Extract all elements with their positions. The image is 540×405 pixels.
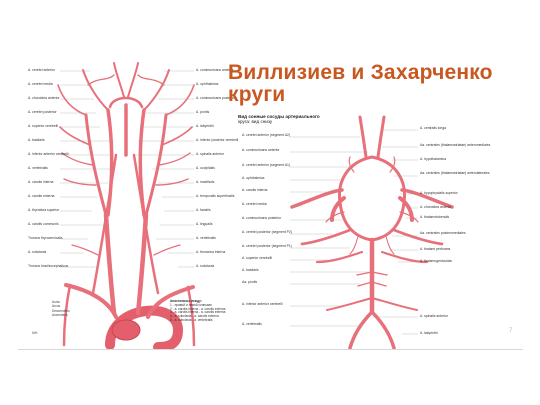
right-label: A. pontis — [196, 110, 210, 114]
legend-title: Анастомозы между: — [170, 299, 202, 303]
left-label: A. carotis interna — [28, 180, 54, 184]
circle-right-label: Aa. centrales (thalamostriatae) anterola… — [420, 171, 490, 175]
left-label: A. carotis communis — [28, 222, 59, 226]
legend-item: 5 - a. subclavia - a. vertebralis — [170, 317, 213, 322]
right-label: A. inferior posterior cerebelli — [196, 138, 239, 142]
footer-divider — [18, 349, 523, 350]
circle-left-label: A. ophthalmica — [242, 176, 265, 180]
circle-left-label: A. communicans anterior — [242, 148, 280, 152]
aorta-legend-group: Aorta — [52, 300, 60, 304]
left-label: Truncus brachiocephalicus — [28, 264, 69, 268]
left-label: A. choroidea anterior — [28, 96, 60, 100]
aorta-legend-item: Descendens — [52, 308, 70, 313]
left-label: A. cerebri media — [28, 82, 53, 86]
right-label: A. vertebralis — [196, 236, 216, 240]
right-label: A. spinalis anterior — [196, 152, 224, 156]
left-label: Truncus thyrocervicalis — [28, 236, 63, 240]
right-label: A. temporalis superficialis — [196, 194, 235, 198]
aorta-legend: Aorta Arcus Descendens Ascendens — [52, 300, 70, 318]
legend-item: 4 - a. subclavia - a. carotis externa — [170, 314, 219, 319]
figure-caption: Вид сонные сосуды артериального круга: в… — [238, 114, 320, 124]
circle-right-label: A. spinalis anterior — [420, 314, 448, 318]
circle-right-label: A. hypophysialis superior — [420, 191, 458, 195]
circle-right-label: A. thalamogeniculata — [420, 259, 452, 263]
right-label: A. ophthalmica — [196, 82, 219, 86]
right-label: A. lingualis — [196, 222, 213, 226]
circle-left-label: A. cerebri media — [242, 202, 267, 206]
left-label: A. cerebri posterior — [28, 110, 57, 114]
left-artery-illustration — [57, 62, 196, 352]
right-label: A. facialis — [196, 208, 211, 212]
circle-of-willis-illustration — [290, 115, 454, 350]
circle-left-label: A. carotis interna — [242, 188, 268, 192]
caption-line: Вид сонные сосуды артериального — [238, 114, 320, 119]
circle-right-label: A. centralis longa — [420, 126, 447, 130]
circle-left-label: A. cerebri posterior (segment P1) — [242, 244, 292, 248]
slide-title: Виллизиев и Захарченко круги — [228, 61, 493, 106]
left-label: A. subclavia — [28, 250, 47, 254]
aorta-legend-item: Arcus — [52, 304, 61, 309]
figure-mark: MH — [32, 331, 38, 335]
circle-left-label: A. cerebri anterior (segment A1) — [242, 163, 291, 167]
left-label: A. superior cerebelli — [28, 124, 58, 128]
right-label: A. occipitalis — [196, 166, 215, 170]
left-label: A. carotis externa — [28, 194, 55, 198]
circle-right-label: A. hypothalamica — [420, 157, 447, 161]
left-label: A. cerebri anterior — [28, 68, 55, 72]
circle-right-label: A. thalami perforans — [420, 247, 451, 251]
circle-right-label: A. choroidea anterior — [420, 205, 452, 209]
circle-left-label: A. basilaris — [242, 268, 259, 272]
right-label: A. labyrinthi — [196, 124, 214, 128]
circle-right-label: Aa. centrales (thalamostriatae) anterome… — [420, 143, 491, 147]
left-label: A. vertebralis — [28, 166, 48, 170]
page-number: 7 — [509, 328, 513, 334]
right-label: A. thoracica interna — [196, 250, 226, 254]
right-label: A. communicans anterior — [196, 68, 234, 72]
circle-right-label: Aa. centrales posteromediales — [420, 231, 466, 235]
left-label: A. basilaris — [28, 138, 45, 142]
left-label: A. thyroidea superior — [28, 208, 60, 212]
circle-right-label: A. thalamotuberalis — [420, 215, 450, 219]
left-label: A. inferior anterior cerebelli — [28, 152, 69, 156]
right-label: A. maxillaris — [196, 180, 215, 184]
circle-left-label: Aa. pontis — [242, 280, 258, 284]
circle-left-label: A. communicans posterior — [242, 216, 282, 220]
legend-item: 1 - правой и левой сонными — [170, 302, 212, 307]
caption-line: круга: вид снизу — [238, 119, 273, 125]
right-label: A. communicans posterior — [196, 96, 236, 100]
circle-left-label: A. inferior anterior cerebelli — [242, 302, 283, 306]
circle-right-label: A. labyrinthi — [420, 331, 438, 335]
legend-item: 2 - a. carotis interna - a. carotis exte… — [170, 306, 226, 311]
circle-left-label: A. cerebri posterior (segment P2) — [242, 230, 292, 234]
circle-left-label: A. superior cerebelli — [242, 256, 272, 260]
legend-item: 3 - a. carotis interna - a. carotis exte… — [170, 310, 226, 315]
aorta-legend-item: Ascendens — [52, 313, 68, 318]
circle-left-label: A. cerebri anterior (segment A2) — [242, 133, 291, 137]
anastomosis-legend: Анастомозы между: 1 - правой и левой сон… — [170, 299, 226, 323]
left-artery-diagram: A. cerebri anterior A. cerebri media A. … — [28, 55, 318, 352]
circle-of-willis-diagram: A. cerebri anterior (segment A2) A. comm… — [232, 112, 522, 352]
right-label: A. subclavia — [196, 264, 215, 268]
circle-left-label: A. vertebralis — [242, 322, 262, 326]
